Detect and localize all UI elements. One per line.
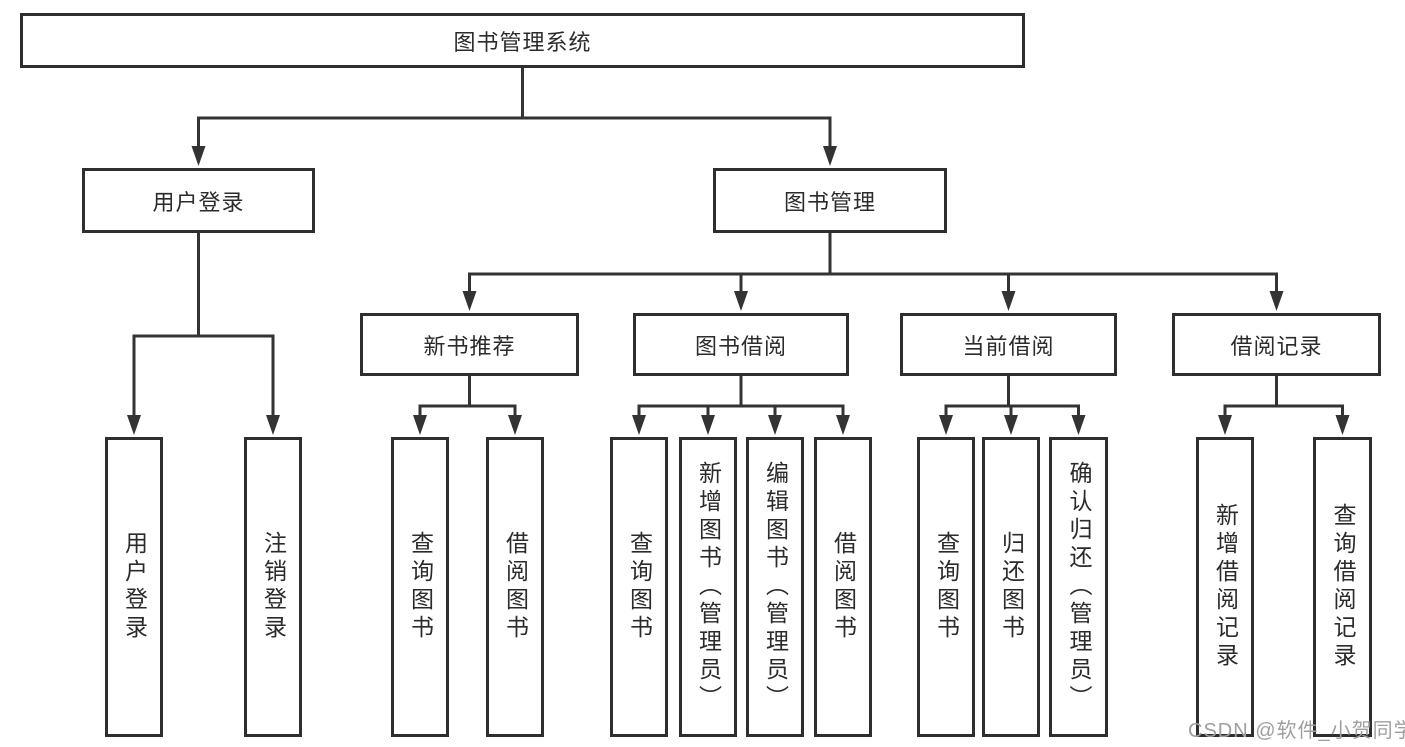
node-user-login: 用户登录 xyxy=(105,437,163,737)
arrowhead-login-user-login xyxy=(127,415,141,435)
arrowhead-mgmt-records xyxy=(1269,291,1284,311)
arrowhead-borrow-bb-add xyxy=(701,415,715,435)
node-borrow-label: 图书借阅 xyxy=(694,333,787,359)
node-cb-query-label: 查询图书 xyxy=(933,531,960,643)
node-user-login-label: 用户登录 xyxy=(121,531,148,643)
node-login: 用户登录 xyxy=(82,168,315,233)
csdn-watermark: CSDN @软件_小贺同学 xyxy=(1188,720,1405,742)
arrowhead-borrow-bb-query xyxy=(632,415,646,435)
node-bb-query: 查询图书 xyxy=(610,437,668,737)
node-newrec: 新书推荐 xyxy=(360,313,579,376)
arrowhead-mgmt-borrow xyxy=(734,291,748,311)
node-cb-return: 归还图书 xyxy=(982,437,1040,737)
arrowhead-current-cb-confirm xyxy=(1071,415,1086,435)
node-rec-add: 新增借阅记录 xyxy=(1196,437,1254,737)
node-nr-borrow-label: 借阅图书 xyxy=(502,531,529,643)
arrowhead-current-cb-query xyxy=(939,415,953,435)
node-newrec-label: 新书推荐 xyxy=(423,333,516,359)
arrowhead-login-logout xyxy=(266,415,280,435)
arrowhead-mgmt-newrec xyxy=(462,291,477,311)
node-current: 当前借阅 xyxy=(900,313,1117,376)
node-cb-confirm-label: 确认归还（管理员） xyxy=(1066,461,1092,713)
arrowhead-borrow-bb-edit xyxy=(768,415,782,435)
arrowhead-newrec-nr-borrow xyxy=(508,415,522,435)
node-cb-confirm: 确认归还（管理员） xyxy=(1049,437,1108,737)
arrowhead-newrec-nr-query xyxy=(413,415,427,435)
arrowhead-borrow-bb-borrow xyxy=(836,415,850,435)
arrowhead-records-rec-query xyxy=(1335,415,1350,435)
node-cb-query: 查询图书 xyxy=(917,437,975,737)
node-nr-borrow: 借阅图书 xyxy=(486,437,544,737)
node-root: 图书管理系统 xyxy=(20,13,1025,68)
node-bb-borrow-label: 借阅图书 xyxy=(830,531,857,643)
node-bb-query-label: 查询图书 xyxy=(626,531,653,643)
node-rec-query-label: 查询借阅记录 xyxy=(1330,503,1356,671)
node-records-label: 借阅记录 xyxy=(1230,333,1323,359)
node-bb-borrow: 借阅图书 xyxy=(814,437,872,737)
arrowhead-mgmt-current xyxy=(1001,291,1016,311)
node-logout-label: 注销登录 xyxy=(260,531,287,643)
node-mgmt-label: 图书管理 xyxy=(783,189,876,215)
arrowhead-root-mgmt xyxy=(823,146,837,166)
node-bb-add: 新增图书（管理员） xyxy=(679,437,737,737)
node-nr-query-label: 查询图书 xyxy=(407,531,434,643)
node-mgmt: 图书管理 xyxy=(713,168,947,233)
node-records: 借阅记录 xyxy=(1172,313,1381,376)
node-current-label: 当前借阅 xyxy=(962,333,1055,359)
node-borrow: 图书借阅 xyxy=(633,313,849,376)
node-bb-edit-label: 编辑图书（管理员） xyxy=(762,461,789,713)
node-cb-return-label: 归还图书 xyxy=(998,531,1025,643)
node-root-label: 图书管理系统 xyxy=(453,29,592,55)
node-bb-edit: 编辑图书（管理员） xyxy=(746,437,804,737)
node-bb-add-label: 新增图书（管理员） xyxy=(695,461,722,713)
node-nr-query: 查询图书 xyxy=(391,437,449,737)
node-login-label: 用户登录 xyxy=(152,189,245,215)
arrowhead-records-rec-add xyxy=(1218,415,1232,435)
arrowhead-root-login xyxy=(191,146,206,166)
arrowhead-current-cb-return xyxy=(1004,415,1018,435)
node-rec-add-label: 新增借阅记录 xyxy=(1212,503,1239,671)
node-rec-query: 查询借阅记录 xyxy=(1313,437,1372,737)
node-logout: 注销登录 xyxy=(244,437,302,737)
